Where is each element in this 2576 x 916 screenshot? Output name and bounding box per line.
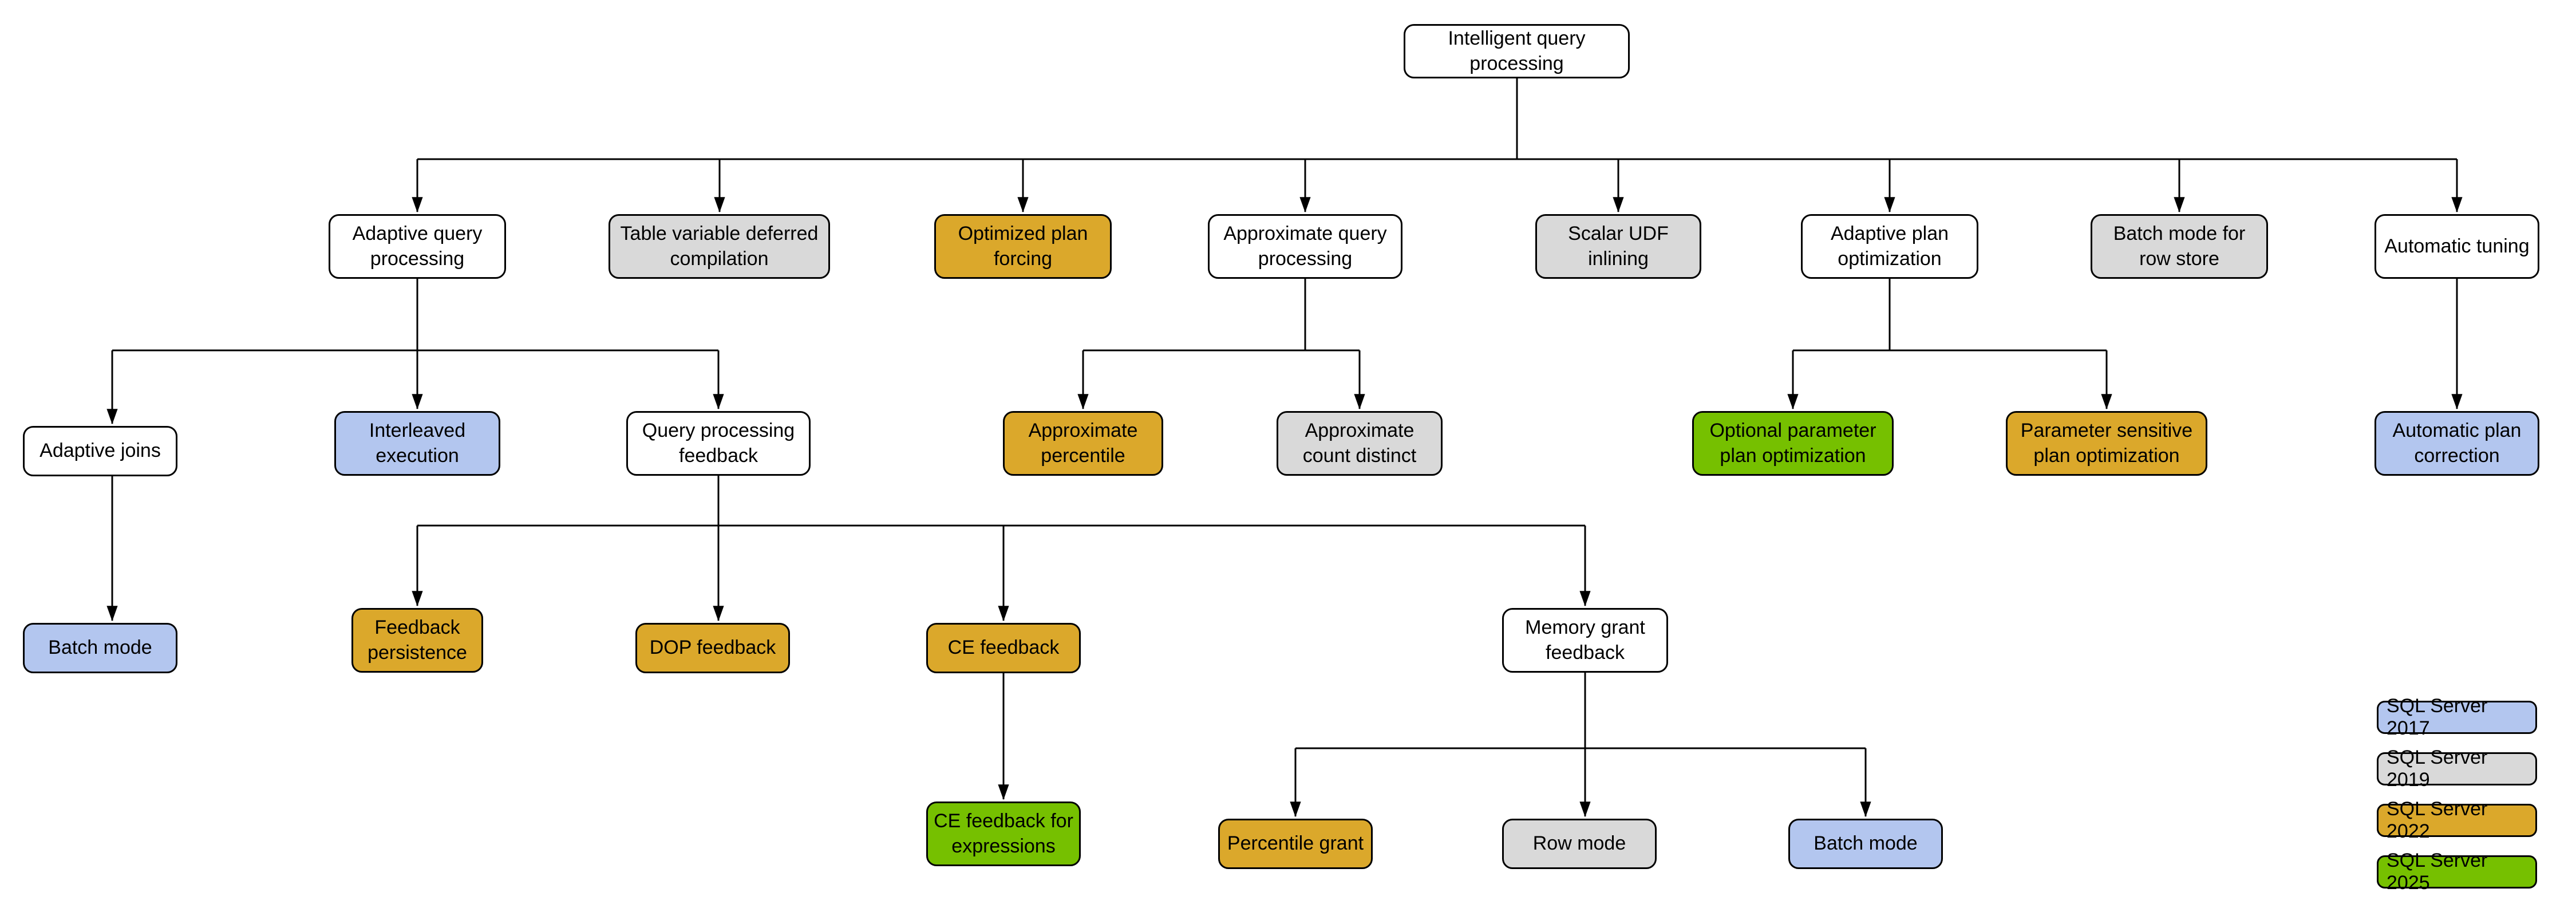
- node-cefbexpr[interactable]: CE feedback for expressions: [926, 802, 1081, 866]
- node-approx[interactable]: Approximate query processing: [1208, 214, 1402, 279]
- node-label: Approximate query processing: [1223, 222, 1387, 270]
- node-label: Table variable deferred compilation: [620, 222, 819, 270]
- node-udf[interactable]: Scalar UDF inlining: [1535, 214, 1701, 279]
- node-batchmode1[interactable]: Batch mode: [23, 623, 177, 673]
- node-oppo[interactable]: Optional parameter plan optimization: [1692, 411, 1894, 476]
- node-label: Row mode: [1532, 832, 1626, 855]
- legend-item-2[interactable]: SQL Server 2022: [2377, 798, 2537, 842]
- legend-item-label: SQL Server 2025: [2387, 850, 2488, 894]
- node-qpf[interactable]: Query processing feedback: [626, 411, 811, 476]
- node-aqp[interactable]: Adaptive query processing: [329, 214, 506, 279]
- node-autotune[interactable]: Automatic tuning: [2374, 214, 2539, 279]
- node-label: Approximate percentile: [1028, 419, 1138, 467]
- legend-item-label: SQL Server 2019: [2387, 747, 2488, 791]
- node-label: Approximate count distinct: [1302, 419, 1417, 467]
- node-label: Adaptive query processing: [352, 222, 483, 270]
- node-label: Memory grant feedback: [1525, 616, 1645, 664]
- node-label: Scalar UDF inlining: [1568, 222, 1669, 270]
- node-label: Adaptive joins: [39, 440, 161, 462]
- legend-item-3[interactable]: SQL Server 2025: [2377, 850, 2537, 894]
- node-rowmode[interactable]: Row mode: [1502, 819, 1657, 869]
- node-label: Automatic tuning: [2384, 235, 2530, 257]
- node-label: Batch mode for row store: [2113, 222, 2246, 270]
- node-cefb[interactable]: CE feedback: [926, 623, 1081, 673]
- node-label: Optimized plan forcing: [958, 222, 1088, 270]
- node-label: CE feedback: [947, 637, 1060, 659]
- legend-item-label: SQL Server 2017: [2387, 695, 2488, 739]
- node-adaptjoins[interactable]: Adaptive joins: [23, 426, 177, 476]
- node-label: CE feedback for expressions: [934, 810, 1073, 857]
- node-label: Optional parameter plan optimization: [1709, 419, 1876, 467]
- legend-item-label: SQL Server 2022: [2387, 798, 2488, 842]
- node-interleaved[interactable]: Interleaved execution: [334, 411, 500, 476]
- node-tvdc[interactable]: Table variable deferred compilation: [609, 214, 830, 279]
- node-apo[interactable]: Adaptive plan optimization: [1801, 214, 1978, 279]
- node-pctgrant[interactable]: Percentile grant: [1218, 819, 1373, 869]
- node-label: Batch mode: [48, 637, 152, 659]
- node-root[interactable]: Intelligent query processing: [1404, 24, 1630, 78]
- node-acd[interactable]: Approximate count distinct: [1277, 411, 1443, 476]
- node-label: Query processing feedback: [642, 419, 795, 467]
- legend-item-0[interactable]: SQL Server 2017: [2377, 695, 2537, 739]
- node-label: Interleaved execution: [369, 419, 466, 467]
- node-pspo[interactable]: Parameter sensitive plan optimization: [2006, 411, 2207, 476]
- node-label: Adaptive plan optimization: [1830, 222, 1949, 270]
- node-label: Batch mode: [1814, 832, 1918, 855]
- node-label: Intelligent query processing: [1448, 27, 1586, 74]
- node-dopfb[interactable]: DOP feedback: [635, 623, 790, 673]
- node-bmrs[interactable]: Batch mode for row store: [2091, 214, 2268, 279]
- node-label: Percentile grant: [1227, 832, 1364, 855]
- node-apct[interactable]: Approximate percentile: [1003, 411, 1163, 476]
- node-mgf[interactable]: Memory grant feedback: [1502, 608, 1668, 673]
- node-fbpers[interactable]: Feedback persistence: [351, 608, 483, 673]
- node-label: Automatic plan correction: [2392, 419, 2522, 467]
- node-label: Parameter sensitive plan optimization: [2020, 419, 2193, 467]
- legend-item-1[interactable]: SQL Server 2019: [2377, 747, 2537, 791]
- node-label: Feedback persistence: [368, 616, 467, 664]
- node-batchmode2[interactable]: Batch mode: [1788, 819, 1943, 869]
- node-label: DOP feedback: [649, 637, 776, 659]
- node-opf[interactable]: Optimized plan forcing: [934, 214, 1112, 279]
- node-apc[interactable]: Automatic plan correction: [2374, 411, 2539, 476]
